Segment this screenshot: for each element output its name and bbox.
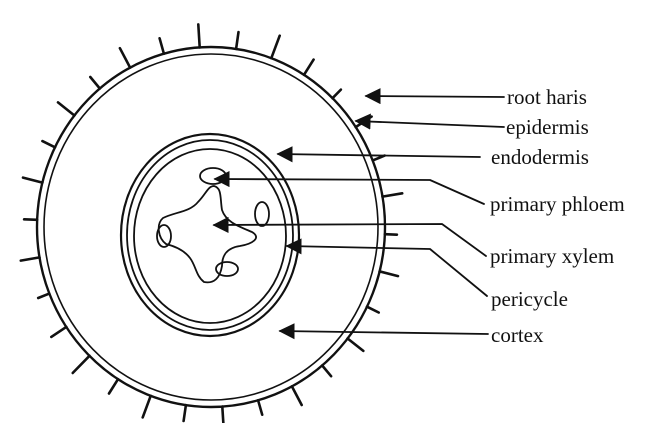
root-hair bbox=[24, 219, 37, 220]
root-hair bbox=[58, 102, 74, 115]
root-hair bbox=[348, 339, 364, 351]
pointer-cortex bbox=[280, 331, 488, 334]
root-hair bbox=[383, 193, 403, 196]
root-hair bbox=[236, 32, 238, 49]
pointer-pericycle bbox=[287, 246, 487, 296]
label-endodermis: endodermis bbox=[491, 145, 589, 169]
root-hair bbox=[73, 356, 90, 373]
root-hair bbox=[21, 257, 40, 260]
root-hair bbox=[333, 90, 341, 99]
root-hair bbox=[38, 294, 49, 298]
epidermis-outer-wall bbox=[37, 47, 385, 407]
root-hair bbox=[143, 396, 151, 418]
root-hair bbox=[385, 234, 397, 235]
phloem-patch-left bbox=[157, 225, 171, 247]
root-hair bbox=[184, 405, 186, 421]
label-primary-xylem: primary xylem bbox=[490, 244, 614, 268]
root-hair bbox=[380, 271, 398, 276]
root-hair bbox=[23, 178, 42, 183]
primary-xylem-star bbox=[159, 186, 256, 282]
endodermis-outer-ring bbox=[121, 134, 299, 336]
root-hair bbox=[222, 407, 223, 423]
root-hair bbox=[42, 141, 55, 147]
pointer-epidermis bbox=[356, 121, 504, 127]
pointer-root-hairs bbox=[366, 96, 504, 97]
phloem-patch-top bbox=[200, 168, 226, 184]
phloem-patch-bottom bbox=[216, 262, 238, 276]
root-hair bbox=[109, 379, 118, 393]
root-hair bbox=[271, 36, 279, 59]
root-hair bbox=[367, 307, 379, 313]
root-hair bbox=[160, 38, 164, 53]
label-primary-phloem: primary phloem bbox=[490, 192, 625, 216]
epidermis-inner-wall bbox=[44, 54, 378, 400]
pointer-primary-phloem bbox=[215, 179, 484, 204]
label-cortex: cortex bbox=[491, 323, 544, 347]
root-hair bbox=[322, 366, 331, 377]
label-pericycle: pericycle bbox=[491, 287, 568, 311]
label-root-hairs: root haris bbox=[507, 85, 587, 109]
label-epidermis: epidermis bbox=[506, 115, 589, 139]
root-hair bbox=[258, 400, 262, 414]
root-hair bbox=[198, 24, 199, 47]
root-hair bbox=[90, 77, 100, 89]
root-hair bbox=[292, 386, 302, 405]
root-hair bbox=[304, 60, 314, 75]
root-hair bbox=[51, 327, 66, 337]
phloem-patch-right bbox=[255, 202, 269, 226]
root-hair bbox=[120, 48, 130, 67]
